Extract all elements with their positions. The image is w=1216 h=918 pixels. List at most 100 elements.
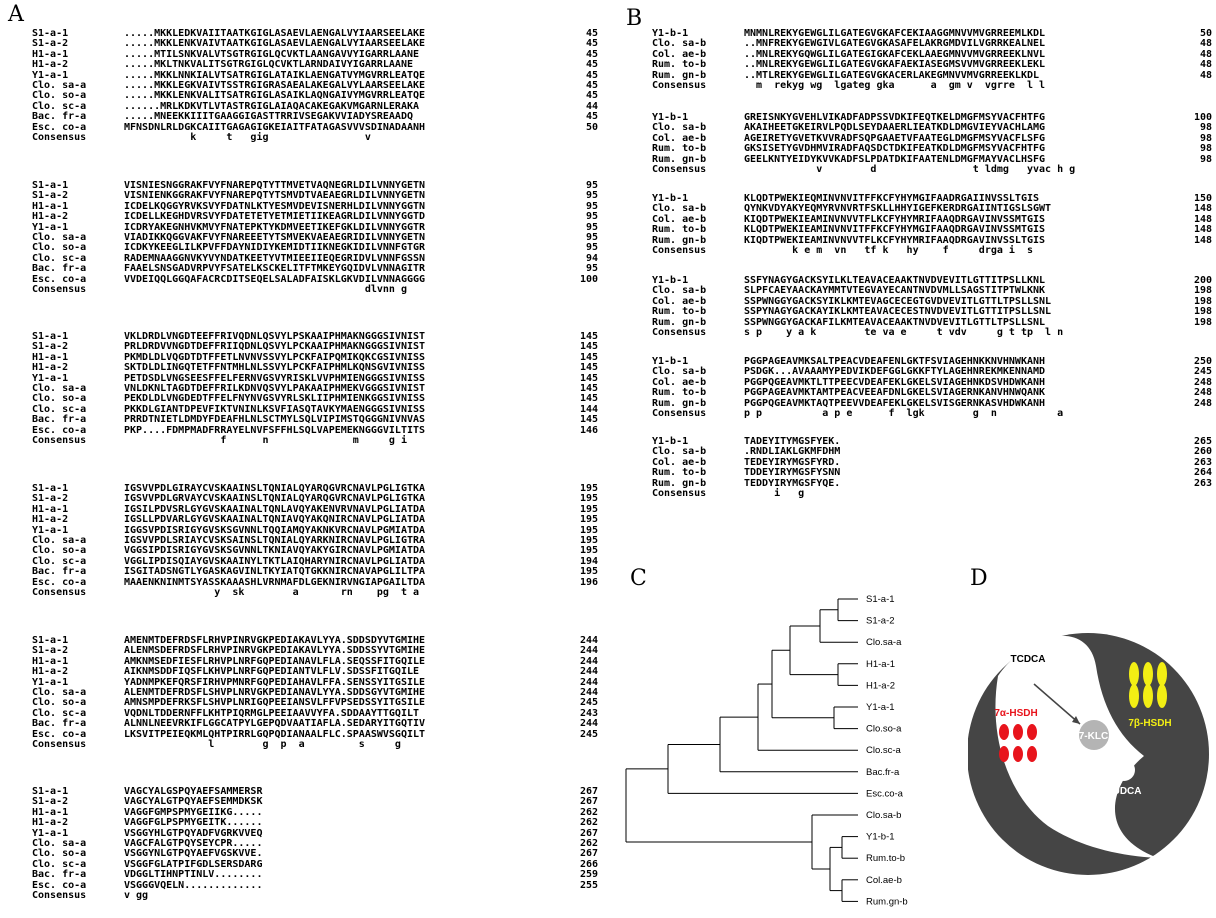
sequence-row: Clo. so-a.....MKKLENKVALITSATRGIGLASAIKL… [32,90,598,102]
arrowhead-2 [1110,758,1118,766]
alpha-hsdh-enzyme-oval [999,724,1009,740]
residue-count: 45 [585,69,598,81]
sequence-residues: PGGPQGEAVMKTAQTPEEVVDEAFEKLGKELSVISGERNK… [744,397,1046,409]
residue-count: 194 [579,555,598,567]
sequence-residues: ICDRYAKEGNHVKMVYFNATEPKTYKDMVEETIKEFGKLD… [124,221,426,233]
sequence-residues: VAGGFGMPSPMYGEIIKG..... [124,806,263,818]
sequence-residues: SSPYNAGYGACKAYIKLKMTEAVACECESTNVDVEVITLG… [744,306,1052,318]
residue-count: 48 [1199,69,1212,81]
residue-count: 244 [579,655,598,667]
sequence-row: Col. ae-b..MNLREKYGQWGLILGATEGIGKAFCEKLA… [652,48,1212,60]
sequence-residues: PGGPAGEAVMKSALTPEACVDEAFENLGKTFSVIAGEHNK… [744,356,1046,367]
sequence-residues: .RNDLIAKLGKMFDHM [744,446,841,458]
sequence-residues: ICDKYKEEGLILKPVFFDAYNIDIYKEMIDTIIKNEGKID… [124,242,426,254]
sequence-residues: VKLDRDLVNGDTEEFFRIVQDNLQSVYLPSKAAIPHMAKN… [124,331,426,342]
panel-d-conversion-diagram: TCDCA 7α-HSDH T7-KLCA 7β-HSDH TUDCA [968,633,1209,875]
consensus-row: Consensus s p y a k te va e t vdv g t tp … [652,326,1212,338]
residue-count: 100 [579,273,598,285]
sequence-name: Rum. gn-b [652,234,707,246]
residue-count: 195 [579,493,598,505]
residue-count: 245 [579,728,598,740]
sequence-name: Rum. gn-b [652,397,707,409]
consensus-row: Consensus k t gig v [32,131,598,143]
residue-count: 44 [585,100,598,112]
residue-count: 45 [585,79,598,91]
taxon-label: Rum.to-b [866,853,905,864]
residue-count: 244 [579,645,598,657]
sequence-residues: ICDELLKEGHDVRSVYFDATETETYETMIETIIKEAGRLD… [124,211,426,223]
sequence-name: Rum. gn-b [652,477,707,489]
residue-count: 244 [579,718,598,730]
sequence-residues: k t gig v [124,131,426,143]
residue-count: 98 [1199,132,1212,144]
sequence-name: Clo. sa-b [652,38,707,50]
sequence-residues: LKSVITPEIEQKMLQHTPIRRLGQPQDIANAALFLC.SPA… [124,728,426,740]
sequence-name: H1-a-2 [32,817,69,829]
sequence-name: Y1-b-1 [652,28,689,39]
sequence-row: H1-a-1.....MTILSNKVALVTSGTRGIGLQCVKTLAAN… [32,49,598,60]
arrowhead-1 [1072,716,1080,724]
sequence-residues: k e m vn tf k hy f drga i s [744,244,1052,256]
sequence-name: Clo. sc-a [32,555,87,567]
residue-count: 45 [585,90,598,102]
residue-count: 262 [579,806,598,818]
sequence-name: Consensus [652,326,707,338]
panel-label-d: D [970,566,988,591]
residue-count: 255 [579,879,598,891]
sequence-residues: ICDELKQGGYRVKSVYFDATNLKTYESMVDEVISNERHLD… [124,200,426,212]
alpha-hsdh-enzyme-oval [1027,724,1037,740]
white-swirl [995,635,1158,858]
residue-count: 265 [1193,436,1212,447]
residue-count: 48 [1199,59,1212,71]
sequence-residues: ALENMTDEFRDSFLSHVPLNRVGKPEDIANAVLYYA.SDD… [124,686,426,698]
residue-count: 245 [579,697,598,709]
sequence-residues: s p y a k te va e t vdv g t tp l n [744,326,1064,338]
sequence-name: Esc. co-a [32,424,87,436]
residue-count: 248 [1193,376,1212,388]
taxon-label: Rum.gn-b [866,896,908,907]
beta-hsdh-enzyme-oval [1129,684,1139,708]
sequence-residues: AGEIRETYGVETKVVRADFSQPGAAETVFAATEGLDMGFM… [744,132,1046,144]
sequence-residues: VDGGLTIHNPTINLV........ [124,869,263,881]
sequence-name: Clo. sa-a [32,534,87,546]
sequence-row: Rum. gn-b PGGPQGEAVMKTAQTPEEVVDEAFEKLGKEL… [652,397,1212,409]
sequence-name: Y1-a-1 [32,827,69,839]
sequence-name: Y1-a-1 [32,221,69,233]
residue-count: 48 [1199,48,1212,60]
beta-hsdh-enzyme-oval [1157,684,1167,708]
residue-count: 263 [1193,456,1212,468]
sequence-residues: l g p a s g [124,738,426,750]
sequence-name: Clo. sa-a [32,231,87,243]
consensus-row: Consensus k e m vn tf k hy f drga i s [652,244,1212,256]
sequence-name: Col. ae-b [652,376,707,388]
consensus-row: Consensus f n m g i [32,435,598,446]
sequence-name: Clo. sc-a [32,100,87,112]
sequence-residues: SSPWNGGYGACKAFILKMTEAVACEAAKTNVDVEVITLGT… [744,316,1046,328]
sequence-name: Clo. sc-a [32,252,87,264]
sequence-residues: PSDGK...AVAAAMYPEDVIKDEFGGLGKKFTYLAGEHNR… [744,366,1046,378]
sequence-name: Col. ae-b [652,456,707,468]
sequence-name: Rum. to-b [652,224,707,236]
sequence-residues: VSGGGVQELN............. [124,879,263,891]
sequence-residues: TEDDYIRYMGSFYQE. [744,477,841,489]
